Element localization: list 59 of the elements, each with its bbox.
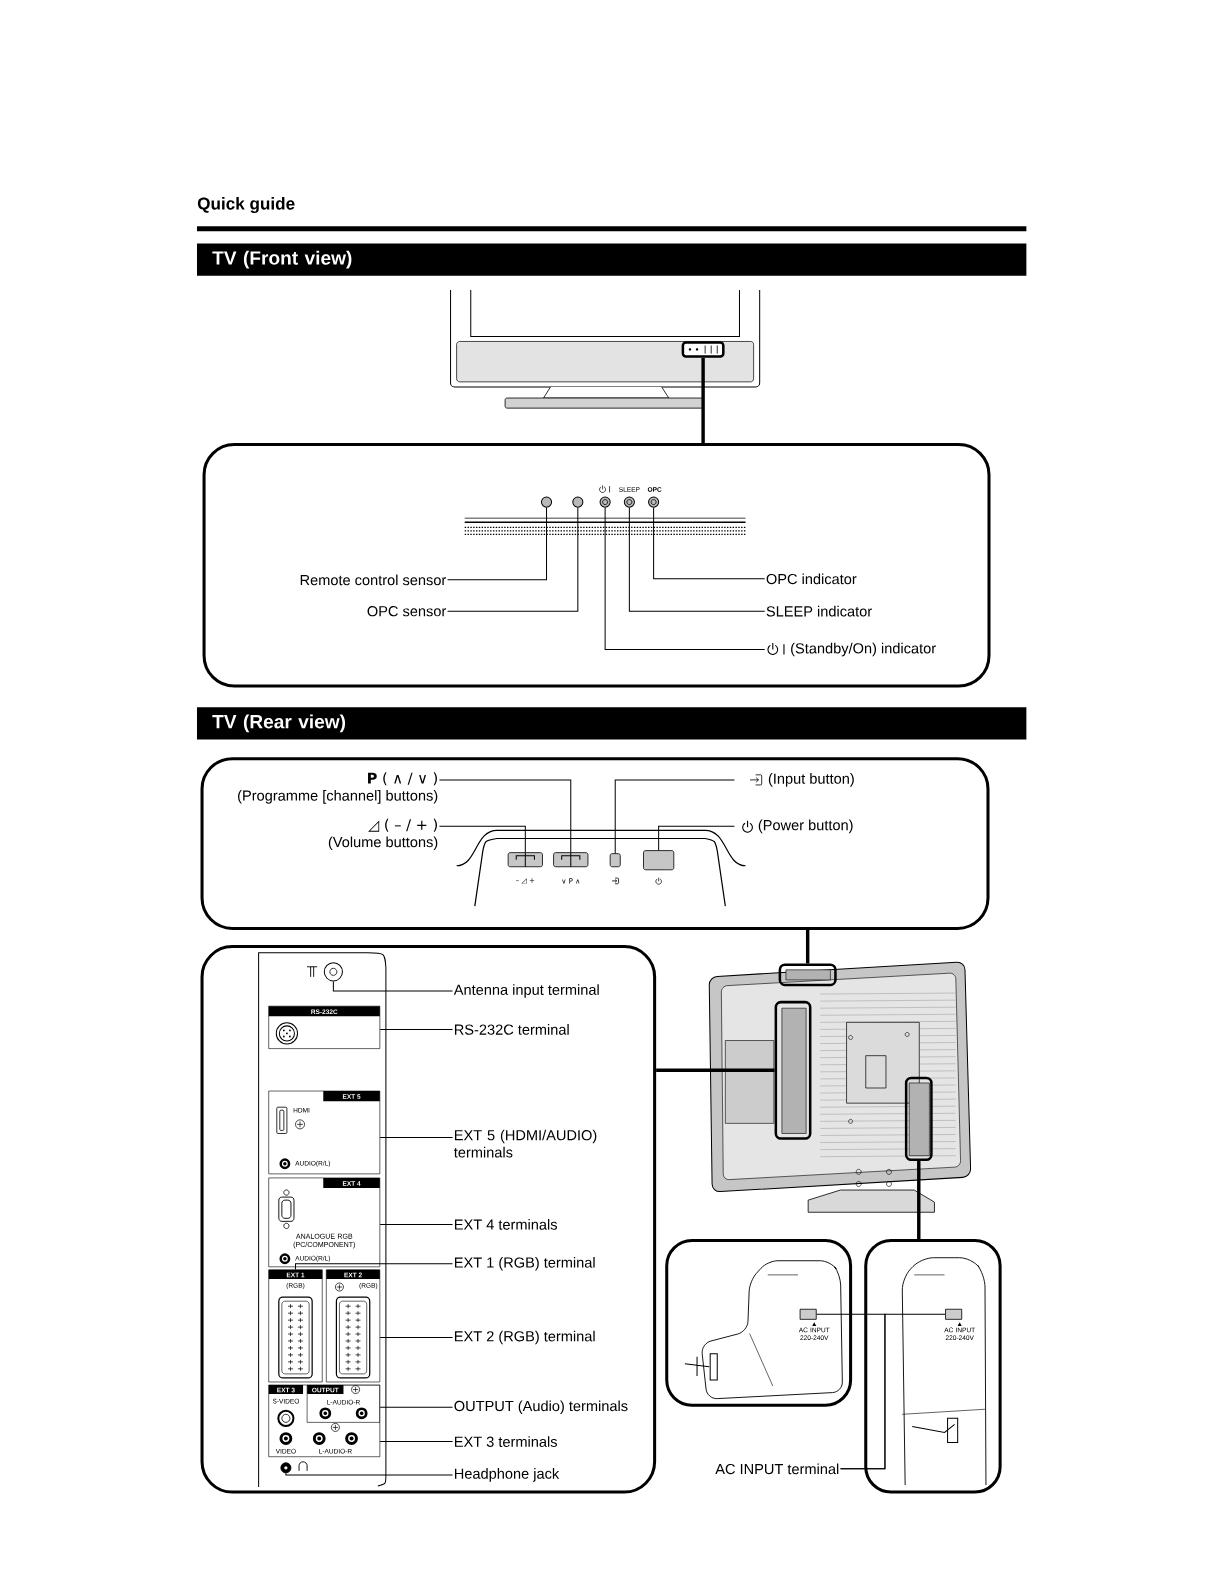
leader-line (294, 1263, 453, 1271)
leader-line (614, 779, 735, 854)
leader-line (701, 357, 705, 443)
leader-line (379, 1223, 453, 1225)
sensor-lens (572, 496, 584, 508)
section-band: TV (Front view) (196, 243, 1027, 276)
section-band: TV (Rear view) (196, 707, 1027, 740)
leader-line (839, 1313, 946, 1470)
leader-line (446, 507, 579, 612)
leader-line (379, 1441, 453, 1443)
leader-line (332, 980, 453, 992)
button (553, 852, 589, 868)
part-label: EXT 3 terminals (454, 1436, 557, 1447)
part-label: EXT 4 terminals (454, 1219, 557, 1230)
terminal-block (268, 1269, 323, 1383)
part-label: ◿ ( – / + ) (Volume buttons) (328, 818, 438, 851)
leader-line (446, 507, 547, 581)
part-label: RS-232C terminal (454, 1024, 569, 1035)
leader-line (604, 507, 766, 651)
part-label: OPC indicator (766, 573, 857, 585)
leader-line (379, 1028, 453, 1030)
indicator-lamp (599, 496, 611, 508)
part-label: (Standby/On) indicator (790, 642, 936, 657)
terminal-block (268, 1005, 380, 1049)
leader-line (805, 929, 810, 964)
part-label: EXT 2 (RGB) terminal (454, 1330, 595, 1345)
leader-line (652, 507, 766, 580)
part-label: Remote control sensor (300, 574, 446, 586)
heading: Quick guide (197, 197, 295, 214)
part-label: P ( ∧ / ∨ ) (Programme [channel] buttons) (237, 772, 438, 804)
part-label: AC INPUT terminal (715, 1463, 839, 1475)
terminal-block (268, 1090, 380, 1175)
sensor-lens (540, 496, 552, 508)
power-socket (944, 1308, 962, 1320)
part-label: Headphone jack (454, 1468, 560, 1482)
highlight-box (681, 341, 725, 358)
part-label: Antenna input terminal (453, 984, 599, 998)
indicator-lamp (623, 496, 635, 508)
part-label: EXT 5 (HDMI/AUDIO) terminals (453, 1129, 597, 1158)
power-socket (799, 1308, 817, 1320)
part-label: (Power button) (758, 819, 853, 834)
leader-line (379, 1337, 453, 1339)
indicator-lamp (647, 496, 659, 508)
terminal-block (325, 1269, 380, 1383)
part-label: OPC sensor (367, 606, 446, 617)
leader-line (379, 1406, 453, 1408)
leader-line (658, 825, 735, 851)
button (507, 852, 543, 868)
terminal-block (268, 1177, 380, 1268)
terminal-block (306, 1384, 380, 1423)
leader-line (438, 779, 572, 853)
part-label: (Input button) (768, 773, 854, 787)
leader-line (379, 1137, 453, 1138)
leader-line (628, 507, 766, 612)
part-label: OUTPUT (Audio) terminals (454, 1400, 628, 1414)
leader-line (438, 825, 526, 853)
leader-line (285, 1472, 453, 1476)
part-label: SLEEP indicator (766, 605, 872, 617)
part-label: EXT 1 (RGB) terminal (454, 1257, 595, 1271)
